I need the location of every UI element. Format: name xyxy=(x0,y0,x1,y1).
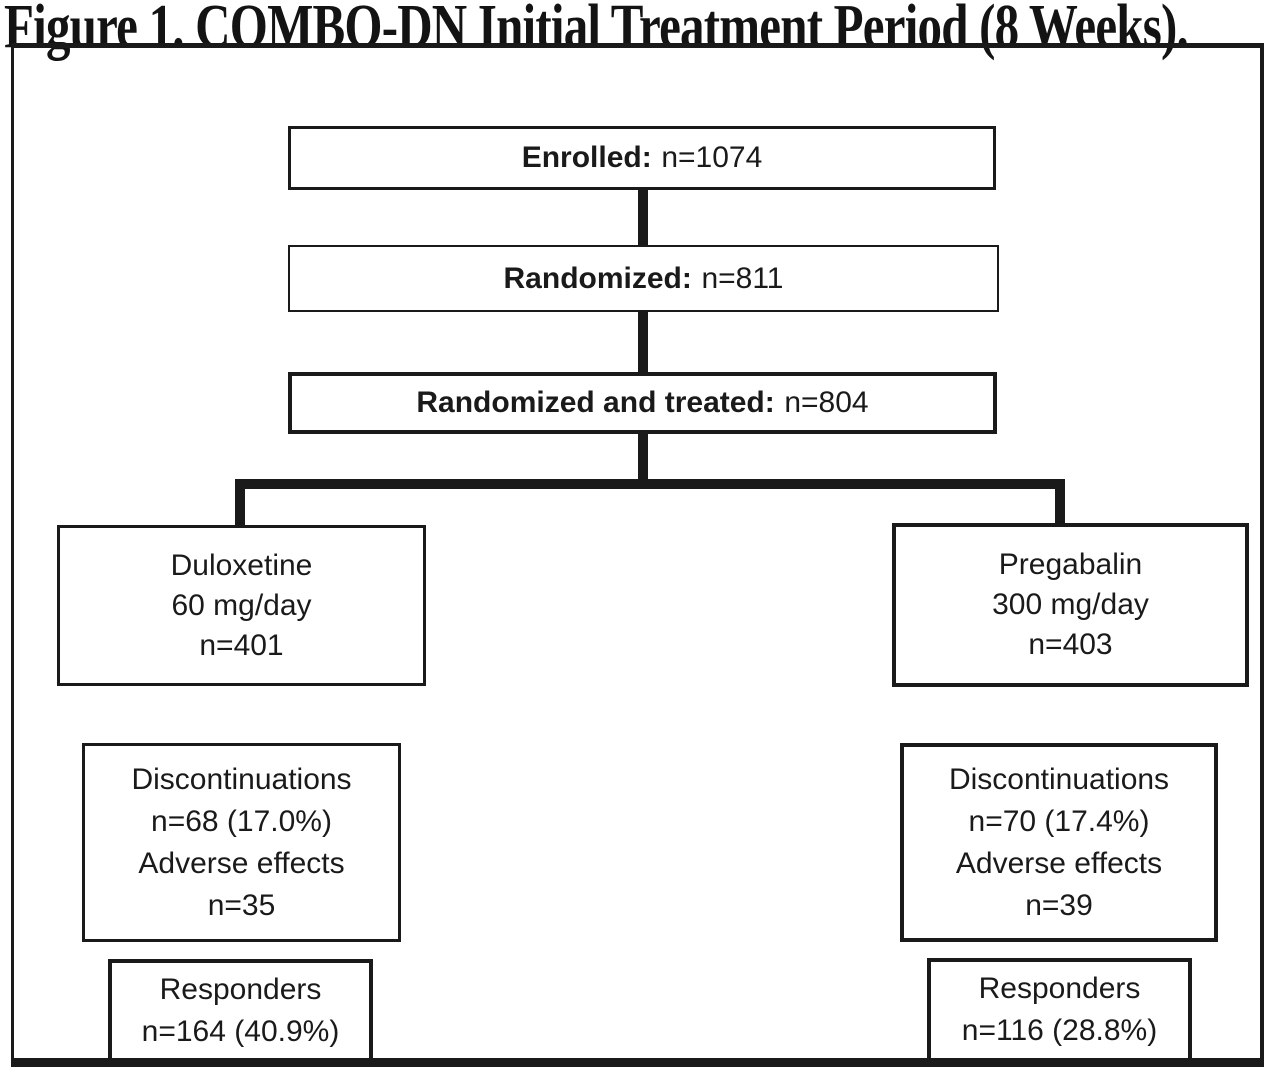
arm-count: n=403 xyxy=(1028,628,1113,661)
adverse-effects-count: n=39 xyxy=(1025,888,1093,922)
randomized-treated-box: Randomized and treated: n=804 xyxy=(288,372,997,434)
pregabalin-responders-box: Responders n=116 (28.8%) xyxy=(927,958,1192,1062)
responders-count: n=116 (28.8%) xyxy=(961,1014,1158,1047)
randomized-count: n=811 xyxy=(701,261,784,295)
responders-count: n=164 (40.9%) xyxy=(141,1014,340,1048)
adverse-effects-label: Adverse effects xyxy=(955,846,1163,880)
adverse-effects-count: n=35 xyxy=(207,888,276,922)
adverse-effects-label: Adverse effects xyxy=(138,846,345,880)
arm-drug-name: Pregabalin xyxy=(998,548,1143,581)
connector-enrolled-to-randomized xyxy=(638,189,648,247)
pregabalin-arm-box: Pregabalin 300 mg/day n=403 xyxy=(892,523,1249,687)
arm-dose: 60 mg/day xyxy=(171,588,312,622)
enrolled-count: n=1074 xyxy=(661,141,763,174)
discontinuations-label: Discontinuations xyxy=(948,762,1170,796)
discontinuations-label: Discontinuations xyxy=(131,762,352,796)
arm-dose: 300 mg/day xyxy=(992,588,1149,621)
figure-title: Figure 1. COMBO-DN Initial Treatment Per… xyxy=(4,0,1189,61)
duloxetine-responders-box: Responders n=164 (40.9%) xyxy=(108,959,373,1062)
randomized-label: Randomized: xyxy=(503,261,692,295)
enrolled-label: Enrolled: xyxy=(521,141,652,174)
connector-treated-to-branch xyxy=(638,432,648,484)
randomized-treated-count: n=804 xyxy=(784,386,869,419)
connector-randomized-to-treated xyxy=(638,311,648,374)
connector-drop-pregabalin xyxy=(1055,479,1065,527)
connector-branch-horizontal xyxy=(235,479,1065,489)
duloxetine-arm-box: Duloxetine 60 mg/day n=401 xyxy=(57,525,426,686)
arm-count: n=401 xyxy=(199,628,284,662)
duloxetine-discontinuations-box: Discontinuations n=68 (17.0%) Adverse ef… xyxy=(82,743,401,942)
randomized-box: Randomized: n=811 xyxy=(288,245,999,312)
discontinuations-count: n=68 (17.0%) xyxy=(151,804,332,838)
arm-drug-name: Duloxetine xyxy=(170,548,313,582)
randomized-treated-label: Randomized and treated: xyxy=(416,386,775,419)
discontinuations-count: n=70 (17.4%) xyxy=(968,804,1150,838)
responders-label: Responders xyxy=(159,972,322,1006)
responders-label: Responders xyxy=(978,972,1141,1005)
connector-drop-duloxetine xyxy=(235,479,245,529)
pregabalin-discontinuations-box: Discontinuations n=70 (17.4%) Adverse ef… xyxy=(900,743,1218,942)
enrolled-box: Enrolled: n=1074 xyxy=(288,126,996,190)
